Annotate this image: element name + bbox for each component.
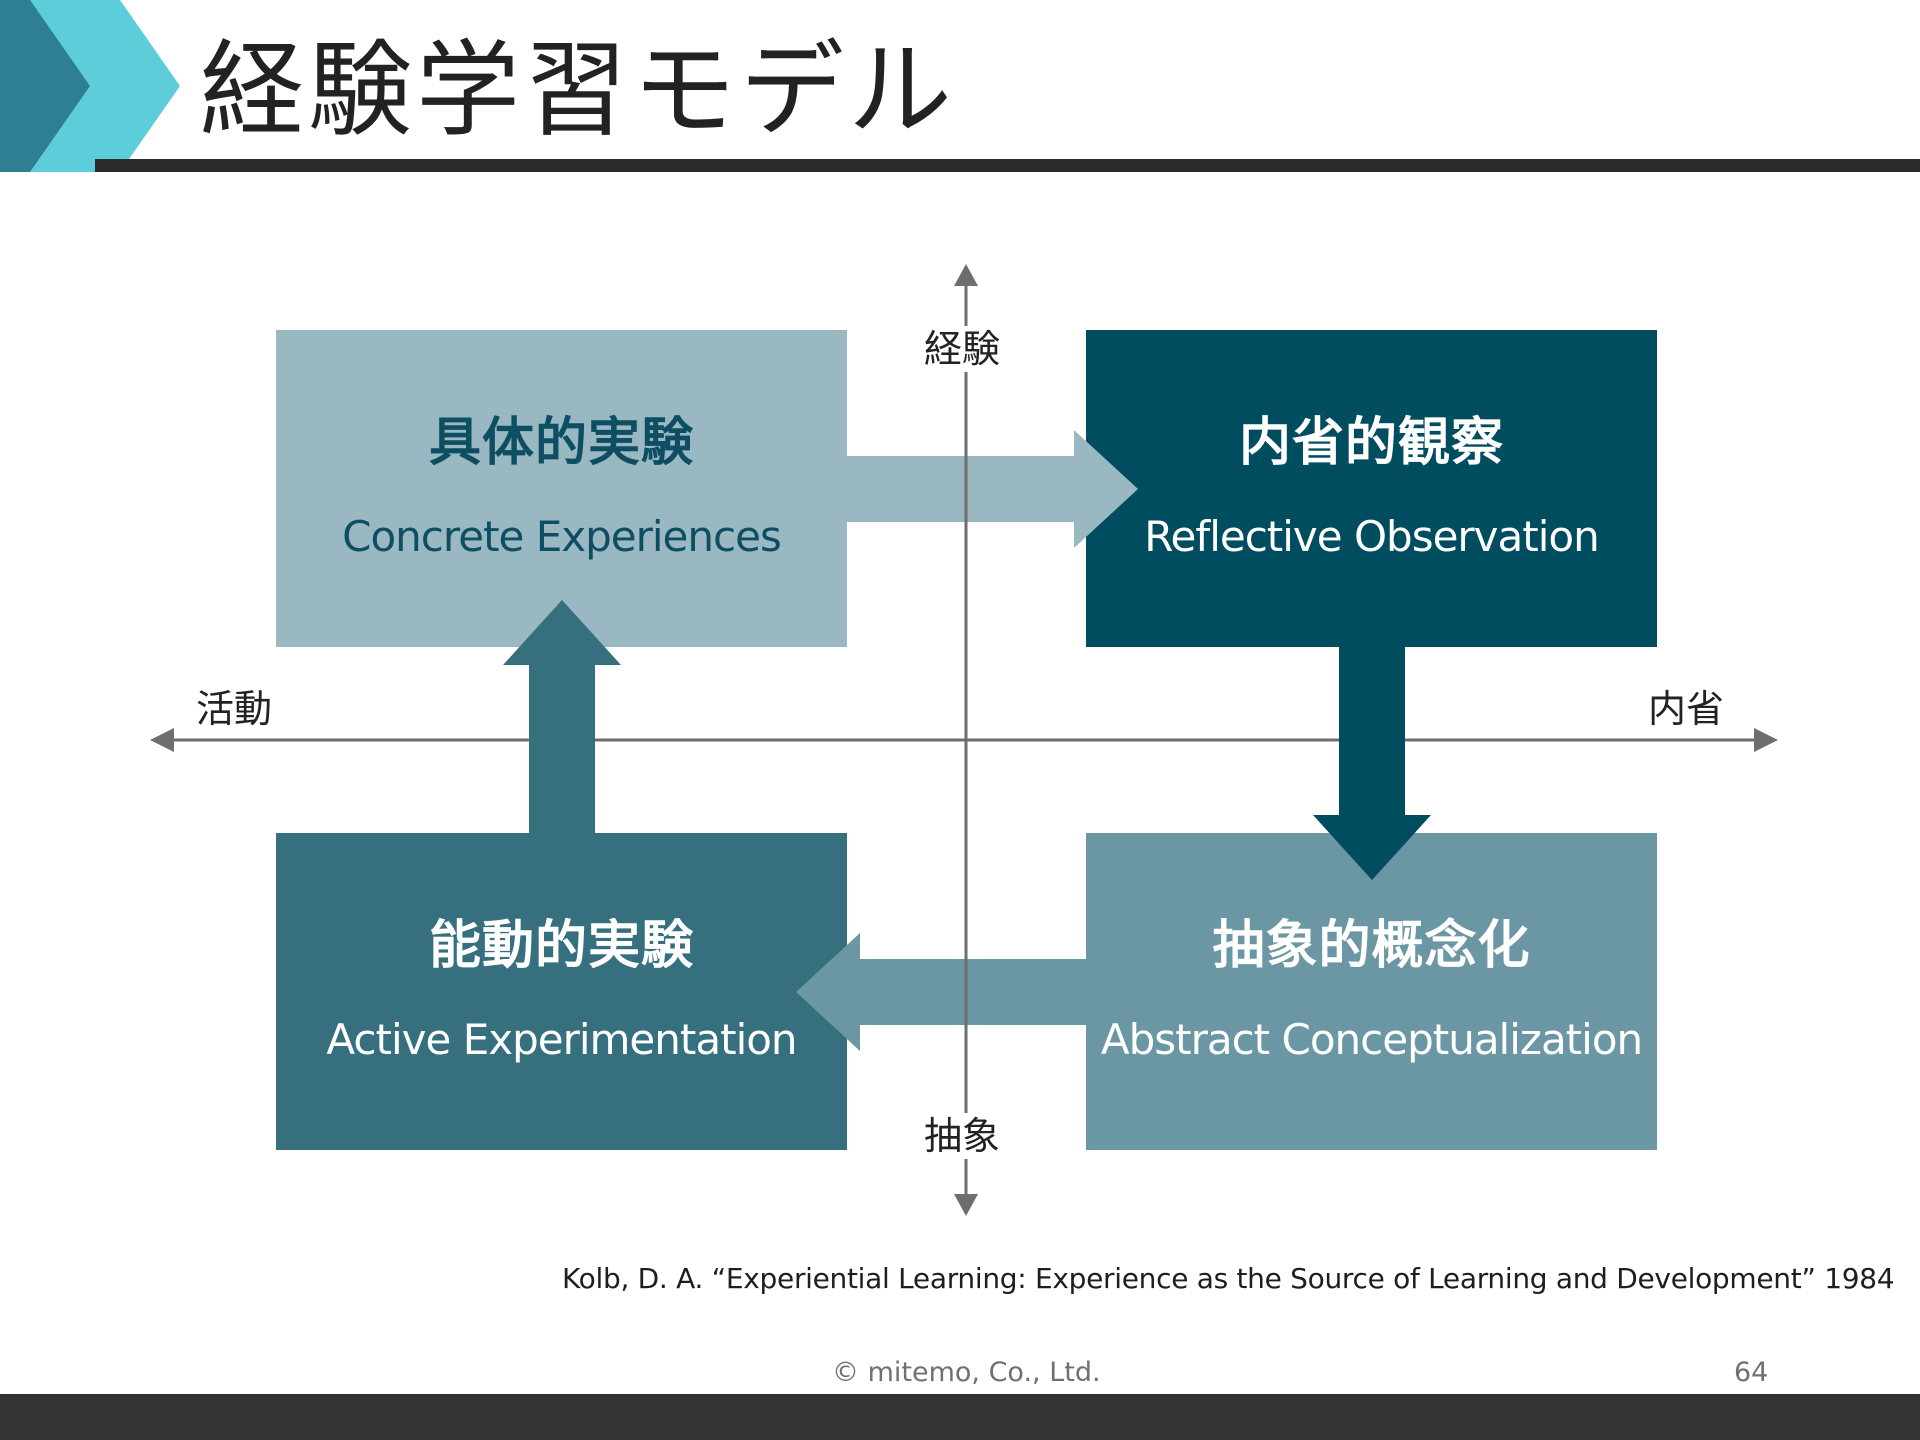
quadrant-title-jp: 内省的観察 [1238,413,1504,473]
axis-arrowhead-right-icon [1754,728,1778,752]
axis-arrowhead-down-icon [954,1194,978,1216]
axis-arrowhead-left-icon [150,728,174,752]
quadrant-title-en: Reflective Observation [1144,512,1599,561]
quadrant-title-jp: 抽象的概念化 [1212,916,1531,976]
quadrant-concrete-experiences: 具体的実験 Concrete Experiences [276,330,847,647]
footer-bar [0,1394,1920,1440]
page-number: 64 [1734,1357,1769,1388]
axis-arrowhead-up-icon [954,264,978,286]
quadrant-title-jp: 具体的実験 [428,413,694,473]
axis-label-right: 内省 [1648,687,1725,731]
quadrant-title-en: Active Experimentation [326,1015,797,1064]
quadrant-active-experimentation: 能動的実験 Active Experimentation [276,833,847,1150]
quadrant-reflective-observation: 内省的観察 Reflective Observation [1086,330,1657,647]
axis-label-top: 経験 [922,326,1003,372]
quadrant-title-en: Abstract Conceptualization [1100,1015,1643,1064]
title-divider [95,159,1920,172]
citation-text: Kolb, D. A. “Experiential Learning: Expe… [562,1262,1895,1295]
axis-label-left: 活動 [196,687,273,731]
quadrant-title-en: Concrete Experiences [342,512,782,561]
axis-label-bottom: 抽象 [922,1113,1003,1159]
title-chevron-icon [0,0,180,172]
page-title: 経験学習モデル [200,29,957,151]
copyright-text: © mitemo, Co., Ltd. [832,1357,1101,1388]
quadrant-abstract-conceptualization: 抽象的概念化 Abstract Conceptualization [1086,833,1657,1150]
quadrant-title-jp: 能動的実験 [428,916,694,976]
